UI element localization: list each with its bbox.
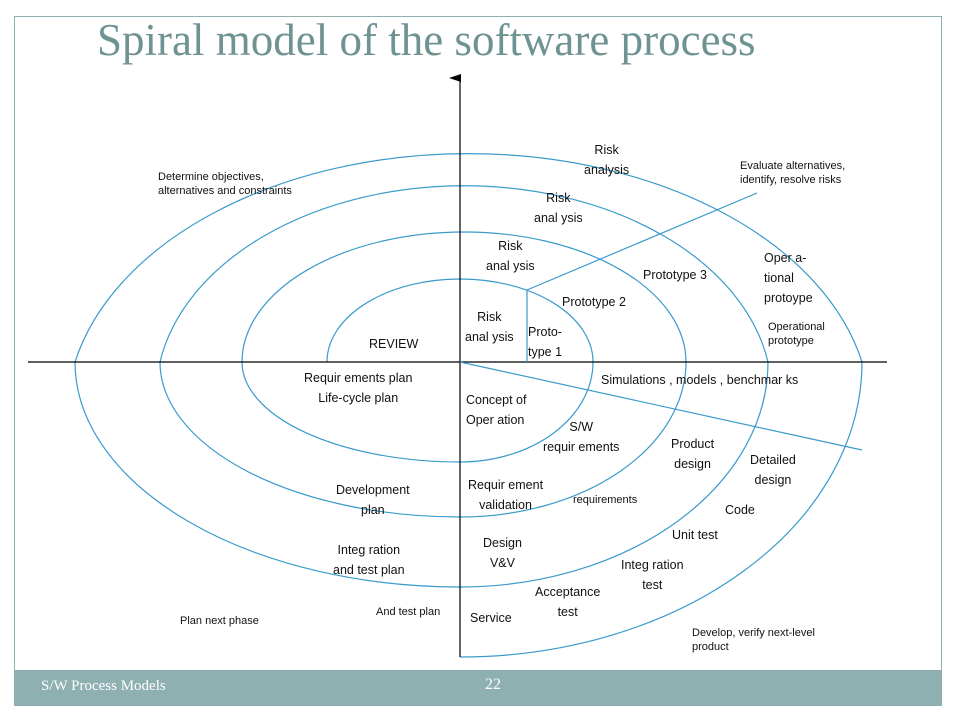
label-development-plan: Development plan xyxy=(336,483,410,517)
label-risk-analysis-3: Risk anal ysis xyxy=(534,191,583,225)
label-concept-of-operation: Concept of Oper ation xyxy=(466,393,527,427)
label-operational-prototype-small: Operational prototype xyxy=(768,321,825,347)
quadrant-label-objectives: Determine objectives, alternatives and c… xyxy=(158,171,292,197)
label-requirement-validation: Requir ement validation xyxy=(468,478,544,512)
label-sw-requirements: S/W requir ements xyxy=(543,420,620,454)
label-product-design: Product design xyxy=(671,437,715,471)
label-prototype-1: Proto- type 1 xyxy=(528,325,563,359)
spiral-loop-2 xyxy=(241,231,687,518)
footer-page-number: 22 xyxy=(485,676,501,693)
quadrant-label-plan-next: Plan next phase xyxy=(180,615,259,627)
label-review: REVIEW xyxy=(369,337,419,351)
divider-lines xyxy=(459,192,863,451)
axes xyxy=(28,74,887,657)
slide-title: Spiral model of the software process xyxy=(97,15,756,65)
label-design-vv: Design V&V xyxy=(483,536,522,570)
label-risk-analysis-2: Risk anal ysis xyxy=(486,239,535,273)
label-operational-prototype: Oper a- tional protoype xyxy=(764,251,813,305)
spiral-loop-4 xyxy=(74,152,863,658)
spiral-loop-1 xyxy=(326,278,594,463)
label-simulations: Simulations , models , benchmar ks xyxy=(601,373,799,387)
label-prototype-3: Prototype 3 xyxy=(643,268,707,282)
footer-section-title: S/W Process Models xyxy=(41,678,166,694)
quadrant-label-develop: Develop, verify next-level product xyxy=(692,627,815,653)
label-and-test-plan: And test plan xyxy=(376,606,441,618)
label-integration-test-plan: Integ ration and test plan xyxy=(333,543,405,577)
label-prototype-2: Prototype 2 xyxy=(562,295,626,309)
label-acceptance-test: Acceptance test xyxy=(535,585,601,619)
label-risk-analysis-4: Risk analysis xyxy=(584,143,630,177)
spiral-loops xyxy=(74,152,863,658)
spiral-loop-3 xyxy=(159,185,769,588)
label-service: Service xyxy=(470,611,512,625)
quadrant-label-evaluate: Evaluate alternatives, identify, resolve… xyxy=(740,160,846,186)
risk-divider-line xyxy=(526,192,758,291)
label-risk-analysis-1: Risk anal ysis xyxy=(465,310,514,344)
develop-divider-line xyxy=(459,361,863,451)
label-unit-test: Unit test xyxy=(672,528,718,542)
label-detailed-design: Detailed design xyxy=(750,453,796,487)
footer-bar: S/W Process Models 22 xyxy=(15,670,941,706)
label-requirements-plan: Requir ements plan Life-cycle plan xyxy=(304,371,413,405)
label-code: Code xyxy=(725,503,755,517)
label-requirements: requirements xyxy=(573,494,638,506)
label-integration-test: Integ ration test xyxy=(621,558,684,592)
